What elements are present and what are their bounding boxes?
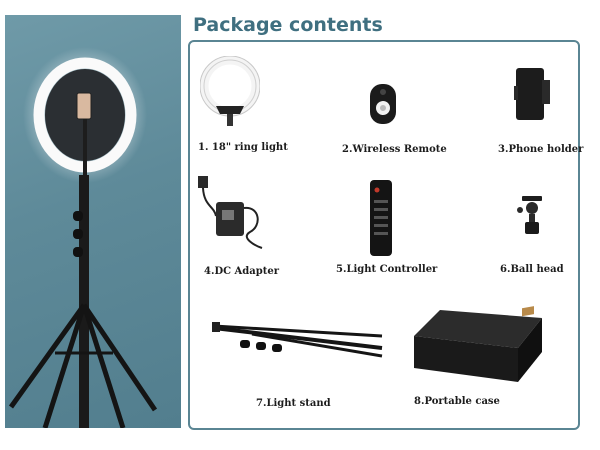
ball-head-icon <box>514 194 550 238</box>
item-label-dc-adapter: 4.DC Adapter <box>204 266 280 277</box>
package-contents-panel: 1. 18" ring light 2.Wireless Remote 3.Ph… <box>188 40 584 430</box>
page-title: Package contents <box>193 14 383 36</box>
light-controller-icon <box>368 178 394 258</box>
ring-light-icon <box>200 56 260 130</box>
wireless-remote-icon <box>368 82 398 126</box>
item-label-light-controller: 5.Light Controller <box>336 264 438 275</box>
dc-adapter-icon <box>194 176 266 252</box>
item-label-portable-case: 8.Portable case <box>414 396 500 407</box>
item-label-phone-holder: 3.Phone holder <box>498 144 584 155</box>
light-stand-icon <box>212 322 384 360</box>
ring-light-stand-illustration <box>8 47 158 428</box>
hero-product-image <box>5 15 181 428</box>
portable-case-icon <box>410 306 544 386</box>
phone-holder-icon <box>512 66 552 122</box>
item-label-ring-light: 1. 18" ring light <box>198 142 288 153</box>
item-label-ball-head: 6.Ball head <box>500 264 564 275</box>
item-label-light-stand: 7.Light stand <box>256 398 331 409</box>
item-label-wireless-remote: 2.Wireless Remote <box>342 144 447 155</box>
